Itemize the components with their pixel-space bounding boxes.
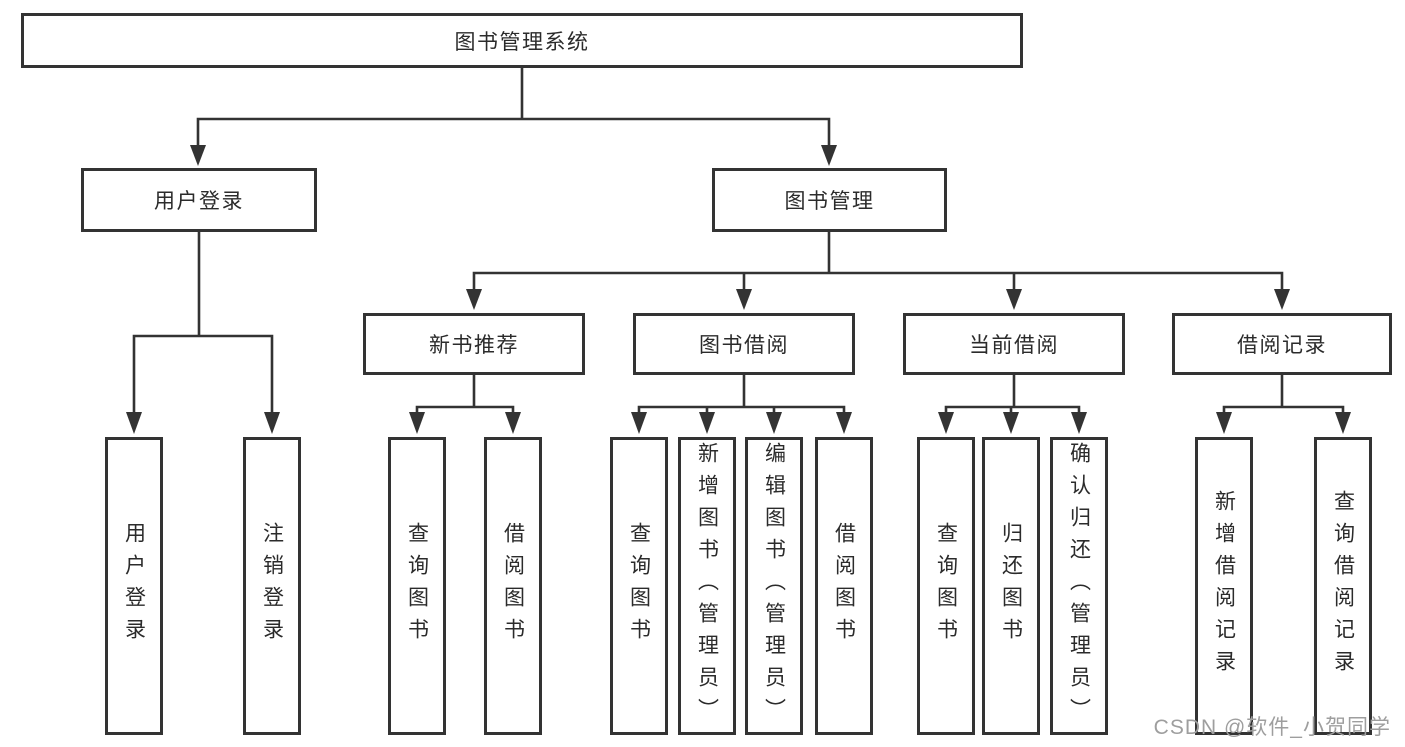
node-label: 新增借阅记录 — [1212, 490, 1236, 682]
node-label: 编辑图书（管理员） — [762, 442, 786, 730]
connector-book-management-group — [472, 230, 1284, 292]
arrowhead — [938, 412, 954, 434]
connector-root — [196, 64, 831, 148]
arrowhead — [766, 412, 782, 434]
node-label: 借阅记录 — [1237, 334, 1327, 357]
arrowhead — [505, 412, 521, 434]
node-borrow-records: 借阅记录 — [1172, 313, 1392, 375]
arrowhead — [1003, 412, 1019, 434]
node-book-management: 图书管理 — [712, 168, 947, 232]
leaf-borrow-add-books-admin: 新增图书（管理员） — [678, 437, 736, 735]
leaf-recommend-query-books: 查询图书 — [388, 437, 446, 735]
leaf-records-add-record: 新增借阅记录 — [1195, 437, 1253, 735]
node-root: 图书管理系统 — [21, 13, 1023, 68]
arrowhead — [736, 289, 752, 310]
node-label: 新增图书（管理员） — [695, 442, 719, 730]
leaf-borrow-edit-books-admin: 编辑图书（管理员） — [745, 437, 803, 735]
connector-current-borrow-group — [944, 372, 1081, 416]
node-label: 图书管理系统 — [454, 30, 590, 54]
arrowhead — [836, 412, 852, 434]
connector-book-borrow-group — [637, 372, 846, 416]
leaf-current-return-books: 归还图书 — [982, 437, 1040, 735]
node-label: 图书管理 — [784, 190, 875, 213]
arrowhead — [466, 289, 482, 310]
arrowhead — [1216, 412, 1232, 434]
node-label: 查询图书 — [405, 522, 429, 650]
leaf-current-confirm-return-admin: 确认归还（管理员） — [1050, 437, 1108, 735]
arrowhead — [631, 412, 647, 434]
node-label: 确认归还（管理员） — [1067, 442, 1091, 730]
arrowhead — [126, 412, 142, 434]
leaf-recommend-borrow-books: 借阅图书 — [484, 437, 542, 735]
csdn-watermark: CSDN @软件_小贺同学 — [1153, 716, 1391, 739]
node-label: 借阅图书 — [832, 522, 856, 650]
node-label: 查询图书 — [627, 522, 651, 650]
arrowhead — [1006, 289, 1022, 310]
node-label: 归还图书 — [999, 522, 1023, 650]
arrowhead — [821, 145, 837, 166]
node-label: 图书借阅 — [699, 334, 789, 357]
node-label: 当前借阅 — [969, 334, 1059, 357]
leaf-current-query-books: 查询图书 — [917, 437, 975, 735]
leaf-borrow-borrow-books: 借阅图书 — [815, 437, 873, 735]
node-user-login: 用户登录 — [81, 168, 317, 232]
node-label: 查询借阅记录 — [1331, 490, 1355, 682]
node-label: 查询图书 — [934, 522, 958, 650]
connector-user-login-group — [132, 229, 274, 416]
leaf-records-query-record: 查询借阅记录 — [1314, 437, 1372, 735]
leaf-borrow-query-books: 查询图书 — [610, 437, 668, 735]
node-new-book-recommend: 新书推荐 — [363, 313, 585, 375]
node-label: 注销登录 — [260, 522, 284, 650]
node-label: 用户登录 — [154, 190, 244, 213]
node-label: 用户登录 — [122, 522, 146, 650]
node-label: 新书推荐 — [429, 334, 519, 357]
node-book-borrow: 图书借阅 — [633, 313, 855, 375]
arrowhead — [699, 412, 715, 434]
leaf-user-login: 用户登录 — [105, 437, 163, 735]
leaf-logout: 注销登录 — [243, 437, 301, 735]
arrowhead — [190, 145, 206, 166]
arrowhead — [1071, 412, 1087, 434]
arrowhead — [264, 412, 280, 434]
connector-new-book-group — [415, 372, 515, 416]
arrowhead — [1335, 412, 1351, 434]
node-label: 借阅图书 — [501, 522, 525, 650]
arrowhead — [409, 412, 425, 434]
arrowhead — [1274, 289, 1290, 310]
node-current-borrow: 当前借阅 — [903, 313, 1125, 375]
connector-borrow-records-group — [1222, 372, 1345, 416]
